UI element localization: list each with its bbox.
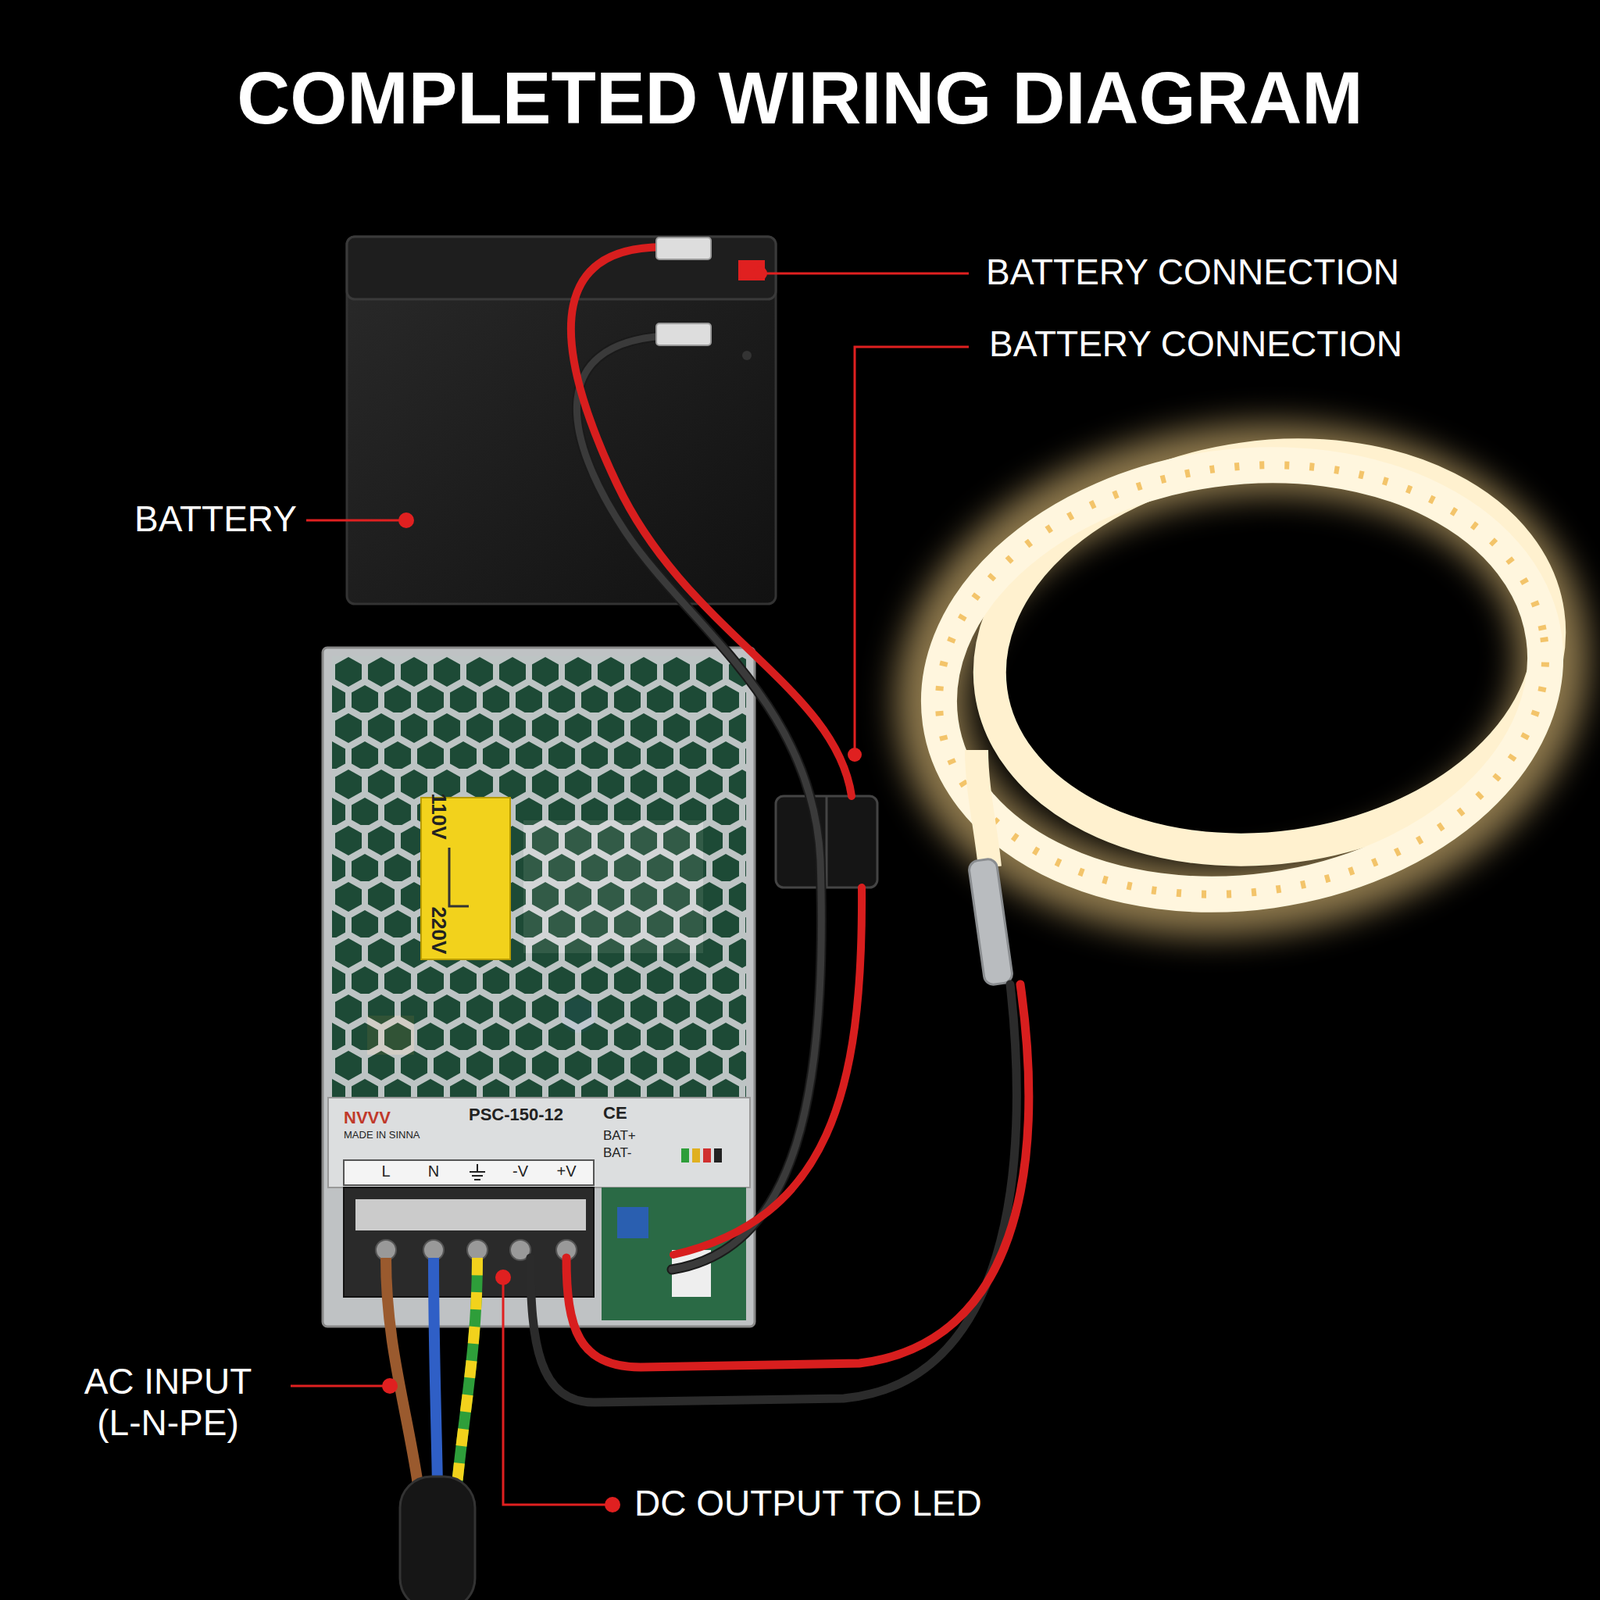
power-supply [692, 1148, 700, 1163]
leader-lines [854, 346, 969, 755]
battery-wires [656, 323, 711, 346]
psu-marking: MADE IN SINNA [343, 1129, 421, 1142]
power-supply [328, 1097, 750, 1188]
leader-dots [495, 1269, 511, 1286]
psu-marking: CE [603, 1103, 628, 1123]
leader-lines [503, 1277, 613, 1505]
terminal-label: L [366, 1162, 406, 1181]
led-wires [530, 984, 1029, 1403]
led-strip [902, 419, 1583, 986]
power-supply [332, 656, 747, 1098]
leader-lines [290, 273, 969, 1505]
terminal-screws [423, 1239, 444, 1261]
battery-wires [571, 237, 862, 1270]
voltage-marking: 220V [426, 899, 450, 962]
ac-wires [385, 1257, 418, 1485]
power-supply [355, 1199, 586, 1231]
power-supply [343, 1160, 594, 1186]
terminal-label: +V [546, 1162, 586, 1181]
terminal-label: BAT+ [603, 1128, 636, 1144]
leader-lines [290, 1385, 390, 1388]
power-supply [681, 1148, 690, 1163]
fuse-holder [775, 796, 878, 888]
ac-wires [457, 1257, 478, 1485]
leader-lines [306, 519, 407, 522]
battery-wires [571, 246, 852, 797]
power-supply [714, 1148, 722, 1163]
model-marking: PSC-150-12 [468, 1104, 564, 1125]
callout-label: BATTERY [134, 498, 297, 540]
ac-wires [400, 1476, 475, 1600]
led-strip [976, 750, 990, 868]
ac-wires [385, 1257, 478, 1600]
leader-dots [382, 1378, 398, 1394]
led-strip [902, 419, 1583, 940]
battery [346, 236, 776, 604]
battery-wires [656, 237, 711, 260]
diagram-title: COMPLETED WIRING DIAGRAM [0, 56, 1600, 141]
ground-symbol [471, 1175, 483, 1177]
callout-label: DC OUTPUT TO LED [634, 1482, 983, 1525]
leader-dots [753, 266, 768, 281]
power-supply [703, 1148, 711, 1163]
power-supply [332, 656, 747, 1098]
power-supply [322, 647, 755, 1327]
leader-lines [760, 272, 969, 275]
leader-dots [604, 1496, 621, 1513]
led-strip [967, 857, 1014, 986]
ground-symbol [474, 1178, 481, 1181]
callout-label: AC INPUT (L-N-PE) [70, 1360, 266, 1444]
led-wires [530, 984, 1017, 1403]
brand-marking: NVVV [343, 1107, 391, 1128]
power-supply [322, 647, 755, 1327]
led-strip [910, 426, 1574, 933]
led-strip [910, 426, 1574, 933]
terminal-screws [375, 1239, 397, 1261]
terminal-screws [467, 1239, 488, 1261]
terminal-label: N [414, 1162, 454, 1181]
callout-label: BATTERY CONNECTION [985, 251, 1400, 293]
ac-wires [433, 1257, 438, 1485]
voltage-marking: 110V [426, 785, 450, 848]
terminal-label: -V [500, 1162, 540, 1181]
battery-wires [673, 887, 862, 1255]
leader-dots [398, 512, 415, 529]
terminal-label: BAT- [603, 1145, 633, 1161]
fuse-holder [775, 796, 878, 888]
leader-dots [382, 266, 862, 1513]
ground-symbol [476, 1164, 479, 1172]
ground-symbol [469, 1171, 486, 1173]
ground-symbol [469, 1164, 486, 1180]
terminal-screws [375, 1239, 577, 1261]
battery [346, 236, 776, 604]
power-supply [617, 1207, 649, 1239]
battery [742, 350, 752, 361]
led-wires [566, 984, 1029, 1368]
ac-wires [457, 1257, 478, 1485]
battery [346, 236, 776, 300]
leader-dots [847, 747, 862, 762]
callout-label: BATTERY CONNECTION [989, 323, 1403, 365]
power-supply [449, 847, 469, 907]
